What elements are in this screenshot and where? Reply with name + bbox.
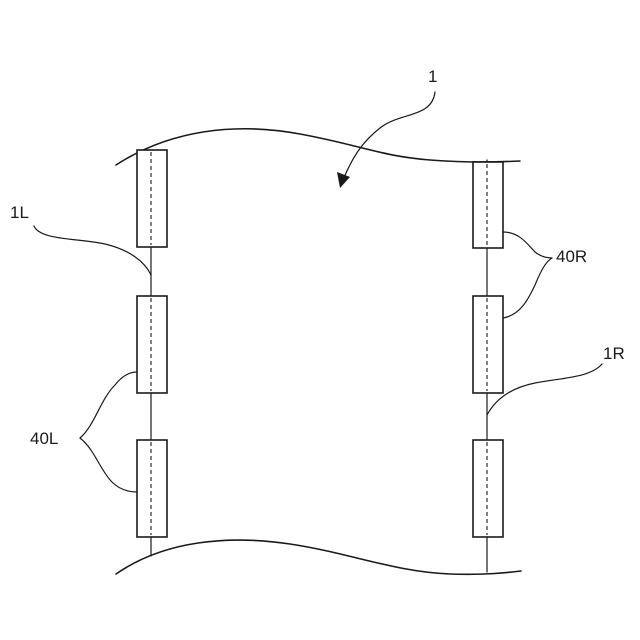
bottom-break-line bbox=[116, 540, 521, 574]
right-block-3 bbox=[473, 440, 503, 537]
leader-40L-upper bbox=[80, 372, 137, 438]
label-1R: 1R bbox=[603, 344, 625, 363]
leader-1R bbox=[487, 364, 602, 415]
arrow-1-head bbox=[337, 172, 350, 188]
label-1L: 1L bbox=[10, 203, 29, 222]
leader-40L-lower bbox=[80, 438, 137, 492]
right-block-1 bbox=[473, 162, 503, 248]
left-block-1 bbox=[137, 150, 167, 247]
top-break-line bbox=[116, 129, 520, 165]
leader-1L bbox=[34, 226, 151, 275]
leader-40R-lower bbox=[503, 258, 552, 318]
left-block-2 bbox=[137, 296, 167, 393]
arrow-1-leader bbox=[343, 92, 435, 180]
label-40L: 40L bbox=[30, 429, 58, 448]
right-block-2 bbox=[473, 296, 503, 393]
label-1: 1 bbox=[428, 67, 437, 86]
leader-40R-upper bbox=[503, 232, 552, 258]
label-40R: 40R bbox=[556, 247, 587, 266]
left-block-3 bbox=[137, 440, 167, 537]
